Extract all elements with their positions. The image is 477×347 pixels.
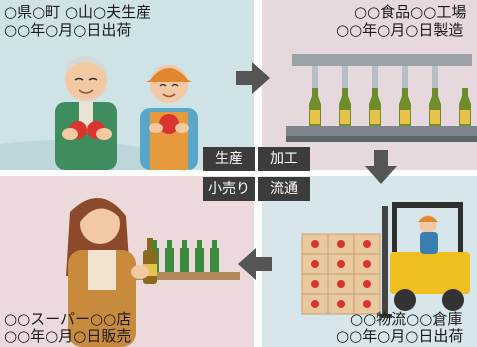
shopper-illustration xyxy=(66,197,240,347)
processing-panel: ○○食品○○工場 ○○年○月○日製造 xyxy=(262,0,477,170)
stage-label-retail: 小売り xyxy=(203,177,255,201)
arrow-down-icon xyxy=(365,150,397,184)
distribution-panel: ○○物流○○倉庫 ○○年○月○日出荷 xyxy=(262,176,477,347)
arrow-left-icon xyxy=(238,248,272,280)
farmers-illustration xyxy=(0,56,198,170)
distribution-caption-line1: ○○物流○○倉庫 xyxy=(350,310,463,328)
production-caption-line1: ○県○町 ○山○夫生産 xyxy=(4,3,152,21)
production-caption-line2: ○○年○月○日出荷 xyxy=(4,21,132,39)
factory-illustration xyxy=(286,54,477,142)
production-panel: ○県○町 ○山○夫生産 ○○年○月○日出荷 xyxy=(0,0,254,170)
stage-label-processing: 加工 xyxy=(258,147,310,171)
arrow-right-icon xyxy=(236,62,270,94)
retail-caption-line1: ○○スーパー○○店 xyxy=(4,310,132,328)
retail-caption-line2: ○○年○月○日販売 xyxy=(4,327,132,345)
retail-panel: ○○スーパー○○店 ○○年○月○日販売 xyxy=(0,176,254,347)
forklift-illustration xyxy=(301,202,470,318)
stage-label-production: 生産 xyxy=(203,147,255,171)
farmer-woman xyxy=(140,65,198,170)
farmer-man xyxy=(55,56,117,170)
stage-label-distribution: 流通 xyxy=(258,177,310,201)
processing-caption-line2: ○○年○月○日製造 xyxy=(336,21,464,39)
processing-caption-line1: ○○食品○○工場 xyxy=(354,3,467,21)
distribution-caption-line2: ○○年○月○日出荷 xyxy=(336,327,464,345)
